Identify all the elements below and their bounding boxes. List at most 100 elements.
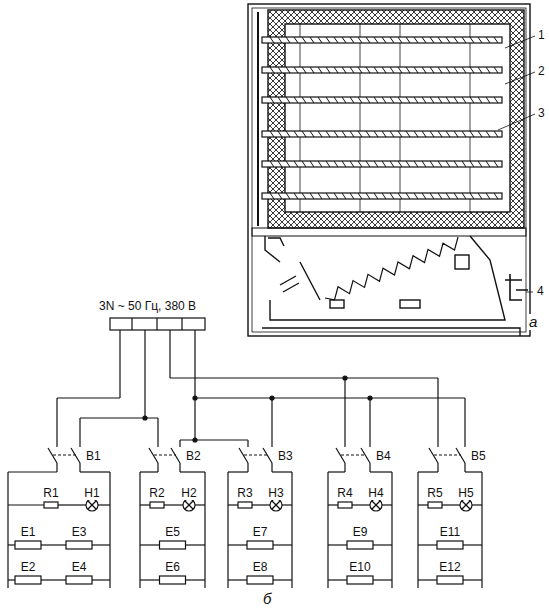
element-coil bbox=[454, 193, 458, 199]
junction-dot bbox=[270, 396, 274, 400]
element-coil bbox=[470, 131, 474, 137]
element-coil bbox=[326, 37, 330, 43]
wire bbox=[271, 398, 272, 440]
heater-symbol bbox=[160, 576, 186, 584]
heating-element bbox=[262, 67, 502, 73]
rail bbox=[291, 472, 292, 588]
terminal-divider bbox=[156, 318, 157, 330]
wire bbox=[170, 377, 438, 378]
element-coil bbox=[494, 131, 498, 137]
element-coil bbox=[454, 37, 458, 43]
wire bbox=[119, 330, 120, 398]
element-coil bbox=[422, 131, 426, 137]
wire bbox=[194, 330, 195, 440]
element-coil bbox=[430, 97, 434, 103]
element-coil bbox=[270, 37, 274, 43]
element-coil bbox=[350, 161, 354, 167]
element-coil bbox=[382, 193, 386, 199]
callout-number: 4 bbox=[536, 285, 545, 298]
element-coil bbox=[326, 131, 330, 137]
element-coil bbox=[494, 161, 498, 167]
element-coil bbox=[430, 161, 434, 167]
element-coil bbox=[390, 193, 394, 199]
heater-symbol bbox=[160, 541, 186, 549]
rail bbox=[227, 472, 228, 588]
wire bbox=[370, 471, 392, 472]
element-coil bbox=[454, 97, 458, 103]
wire bbox=[140, 504, 150, 505]
element-coil bbox=[454, 161, 458, 167]
element-coil bbox=[318, 67, 322, 73]
wire bbox=[228, 471, 248, 472]
element-coil bbox=[326, 67, 330, 73]
wire bbox=[418, 504, 428, 505]
element-coil bbox=[446, 37, 450, 43]
component-label: E10 bbox=[348, 561, 371, 574]
wire bbox=[57, 397, 120, 398]
wire bbox=[328, 504, 338, 505]
component-label: б bbox=[262, 591, 272, 607]
element-coil bbox=[294, 193, 298, 199]
wire bbox=[344, 463, 345, 472]
junction-dot bbox=[193, 438, 197, 442]
wire bbox=[157, 440, 158, 447]
element-coil bbox=[334, 193, 338, 199]
element-coil bbox=[342, 131, 346, 137]
element-coil bbox=[286, 193, 290, 199]
component-label: В3 bbox=[277, 450, 294, 463]
wire bbox=[271, 440, 272, 447]
heater-symbol bbox=[247, 576, 273, 584]
element-coil bbox=[494, 67, 498, 73]
element-coil bbox=[366, 193, 370, 199]
element-coil bbox=[358, 161, 362, 167]
resistor-symbol bbox=[238, 502, 252, 508]
wire bbox=[98, 504, 110, 505]
element-coil bbox=[318, 97, 322, 103]
component-label: Н3 bbox=[267, 487, 284, 500]
wire bbox=[328, 544, 347, 545]
lamp-symbol bbox=[460, 499, 472, 511]
element-coil bbox=[438, 131, 442, 137]
element-coil bbox=[438, 161, 442, 167]
element-coil bbox=[294, 67, 298, 73]
component-label: а bbox=[528, 314, 538, 330]
wire bbox=[442, 504, 460, 505]
element-coil bbox=[462, 37, 466, 43]
callout-number: 3 bbox=[537, 107, 546, 120]
element-coil bbox=[478, 97, 482, 103]
wire bbox=[373, 544, 392, 545]
element-coil bbox=[270, 161, 274, 167]
element-coil bbox=[438, 193, 442, 199]
element-coil bbox=[318, 161, 322, 167]
wire bbox=[437, 440, 438, 447]
element-coil bbox=[318, 37, 322, 43]
element-coil bbox=[430, 37, 434, 43]
heater-symbol bbox=[15, 576, 41, 584]
wire bbox=[437, 378, 438, 440]
element-coil bbox=[414, 131, 418, 137]
element-coil bbox=[334, 37, 338, 43]
wire bbox=[140, 579, 160, 580]
wire bbox=[369, 440, 370, 447]
element-coil bbox=[438, 97, 442, 103]
resistor-symbol bbox=[150, 502, 164, 508]
lamp-cross bbox=[272, 501, 280, 509]
element-coil bbox=[398, 131, 402, 137]
element-coil bbox=[406, 97, 410, 103]
element-coil bbox=[342, 193, 346, 199]
wire bbox=[228, 579, 247, 580]
junction-dot bbox=[343, 376, 347, 380]
heater-symbol bbox=[247, 541, 273, 549]
element-coil bbox=[446, 161, 450, 167]
heater-symbol bbox=[66, 576, 92, 584]
wire bbox=[92, 579, 110, 580]
lamp-cross bbox=[372, 501, 380, 509]
element-coil bbox=[406, 131, 410, 137]
wire bbox=[186, 579, 206, 580]
element-coil bbox=[350, 37, 354, 43]
resistor-symbol bbox=[44, 502, 58, 508]
element-coil bbox=[422, 67, 426, 73]
wire bbox=[8, 504, 44, 505]
